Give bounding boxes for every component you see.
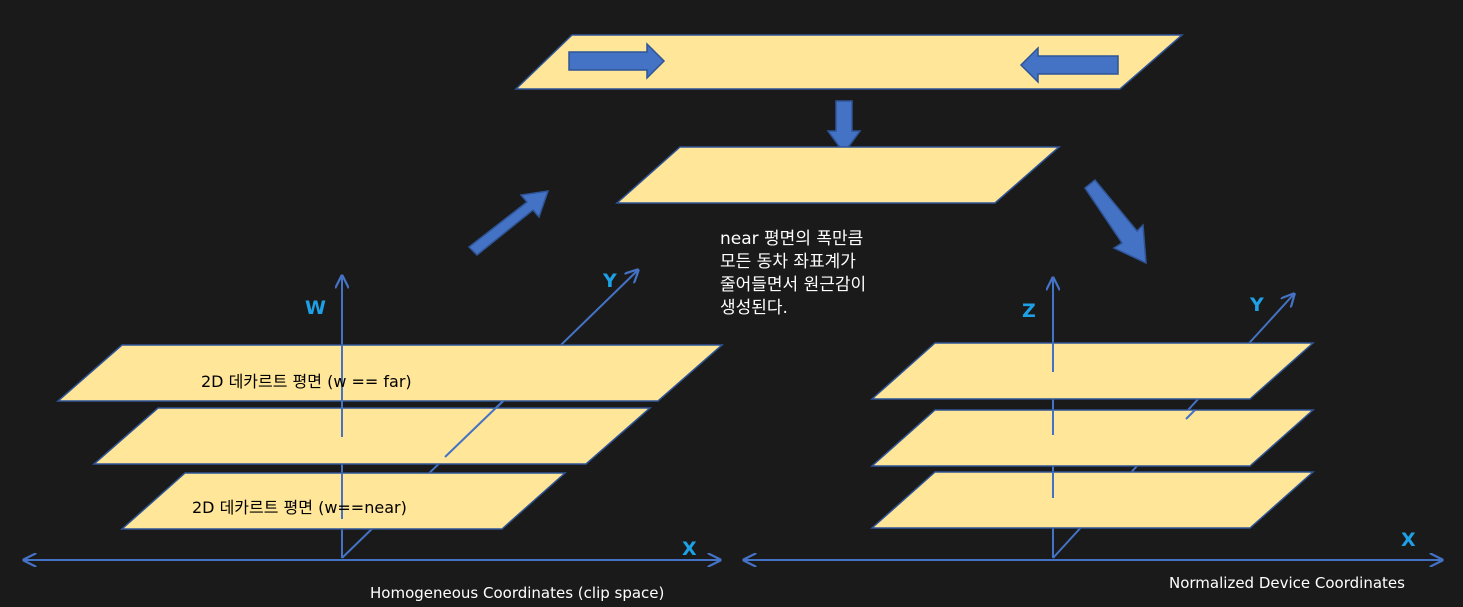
arrow-down-right	[1083, 178, 1147, 265]
arrow-up-right	[467, 190, 550, 257]
note-line-2: 모든 동차 좌표계가	[720, 252, 856, 272]
y-axis-segment-right	[1185, 409, 1196, 420]
ndc-plane-top	[870, 342, 1315, 400]
axis-label-y-right: Y	[1249, 294, 1264, 316]
homogeneous-diagram: W Y X 2D 데카르트 평면 (w == far) 2D 데카르트 평면 (…	[24, 270, 724, 602]
note-line-3: 줄어들면서 원근감이	[720, 275, 866, 295]
axis-label-y: Y	[602, 270, 617, 292]
plane-near-label: 2D 데카르트 평면 (w==near)	[192, 498, 407, 517]
y-axis-segment	[444, 400, 504, 458]
plane-middle	[92, 407, 652, 465]
plane-middle-top	[615, 146, 1061, 204]
caption-homogeneous: Homogeneous Coordinates (clip space)	[370, 584, 664, 602]
ndc-plane-middle	[870, 409, 1315, 467]
arrow-left-inward	[1019, 46, 1119, 84]
plane-far	[56, 344, 724, 402]
plane-far-label: 2D 데카르트 평면 (w == far)	[201, 372, 412, 391]
axis-label-w: W	[305, 297, 326, 319]
note-line-4: 생성된다.	[720, 298, 788, 318]
arrow-down	[826, 100, 862, 155]
arrow-right-inward	[568, 42, 666, 80]
perspective-compression: near 평면의 폭만큼 모든 동차 좌표계가 줄어들면서 원근감이 생성된다.	[467, 34, 1185, 318]
ndc-plane-bottom	[870, 471, 1315, 529]
axis-label-z: Z	[1022, 300, 1036, 322]
note-line-1: near 평면의 폭만큼	[720, 229, 863, 249]
ndc-diagram: Z Y X Normalized Device Coordinates	[744, 278, 1442, 592]
axis-label-x-right: X	[1401, 529, 1416, 551]
caption-ndc: Normalized Device Coordinates	[1169, 574, 1405, 592]
axis-label-x: X	[682, 538, 697, 560]
plane-near	[120, 472, 567, 530]
plane-top	[514, 34, 1185, 90]
